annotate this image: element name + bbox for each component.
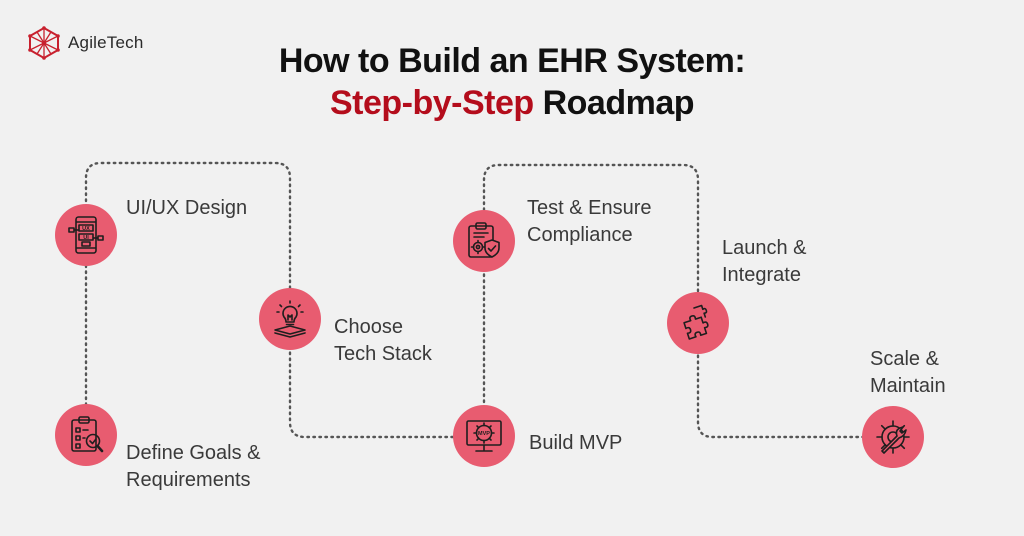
clipboard-gear-shield-icon: [468, 222, 500, 258]
mvp-icon-text: MVP: [478, 431, 490, 437]
title-rest: Roadmap: [533, 84, 695, 122]
step-scale-maintain-label: Scale & Maintain: [870, 346, 946, 400]
step-label-line: Compliance: [527, 224, 633, 246]
ui-ux-device-icon: UX UI: [68, 216, 104, 254]
step-label-line: Scale &: [870, 348, 939, 370]
puzzle-icon: [683, 304, 709, 340]
lightbulb-layers-icon: [274, 300, 306, 338]
agiletech-logo: AgileTech: [26, 26, 144, 60]
wrench-gear-icon: [876, 420, 910, 454]
step-scale-maintain-circle: [862, 406, 924, 468]
step-label-line: Integrate: [722, 264, 801, 286]
step-launch-integrate-circle: [667, 292, 729, 354]
step-label-line: Define Goals &: [126, 442, 261, 464]
step-label-line: Maintain: [870, 375, 946, 397]
step-test-compliance-label: Test & Ensure Compliance: [527, 195, 652, 249]
mvp-monitor-gear-icon: MVP: [466, 420, 502, 452]
step-test-compliance-circle: [453, 210, 515, 272]
page-title-line1: How to Build an EHR System:: [278, 42, 746, 80]
ui-icon-text: UI: [83, 235, 89, 241]
step-define-goals-label: Define Goals & Requirements: [126, 440, 261, 494]
step-label-line: Tech Stack: [334, 343, 432, 365]
step-choose-tech-stack-circle: [259, 288, 321, 350]
step-label-line: Requirements: [126, 469, 251, 491]
step-ui-ux-design-circle: UX UI: [55, 204, 117, 266]
logo-mark-icon: [28, 26, 60, 60]
step-define-goals-circle: [55, 404, 117, 466]
step-build-mvp-circle: MVP: [453, 405, 515, 467]
step-label-line: Launch &: [722, 237, 807, 259]
logo-text: AgileTech: [68, 33, 144, 52]
step-label-line: Test & Ensure: [527, 197, 652, 219]
step-label-line: Choose: [334, 316, 403, 338]
path-segment-left: [84, 161, 470, 439]
path-segment-right: [482, 163, 880, 439]
step-choose-tech-stack-label: Choose Tech Stack: [334, 314, 432, 368]
title-accent: Step-by-Step: [329, 84, 534, 122]
page-title-line2: Step-by-Step Roadmap: [0, 84, 1024, 123]
step-label-line: UI/UX Design: [126, 197, 248, 219]
clipboard-checklist-icon: [71, 416, 104, 453]
step-ui-ux-design-label: UI/UX Design: [126, 195, 247, 222]
step-build-mvp-label: Build MVP: [529, 430, 622, 457]
ux-icon-text: UX: [82, 226, 90, 232]
step-label-line: Build MVP: [529, 432, 623, 454]
step-launch-integrate-label: Launch & Integrate: [722, 235, 807, 289]
